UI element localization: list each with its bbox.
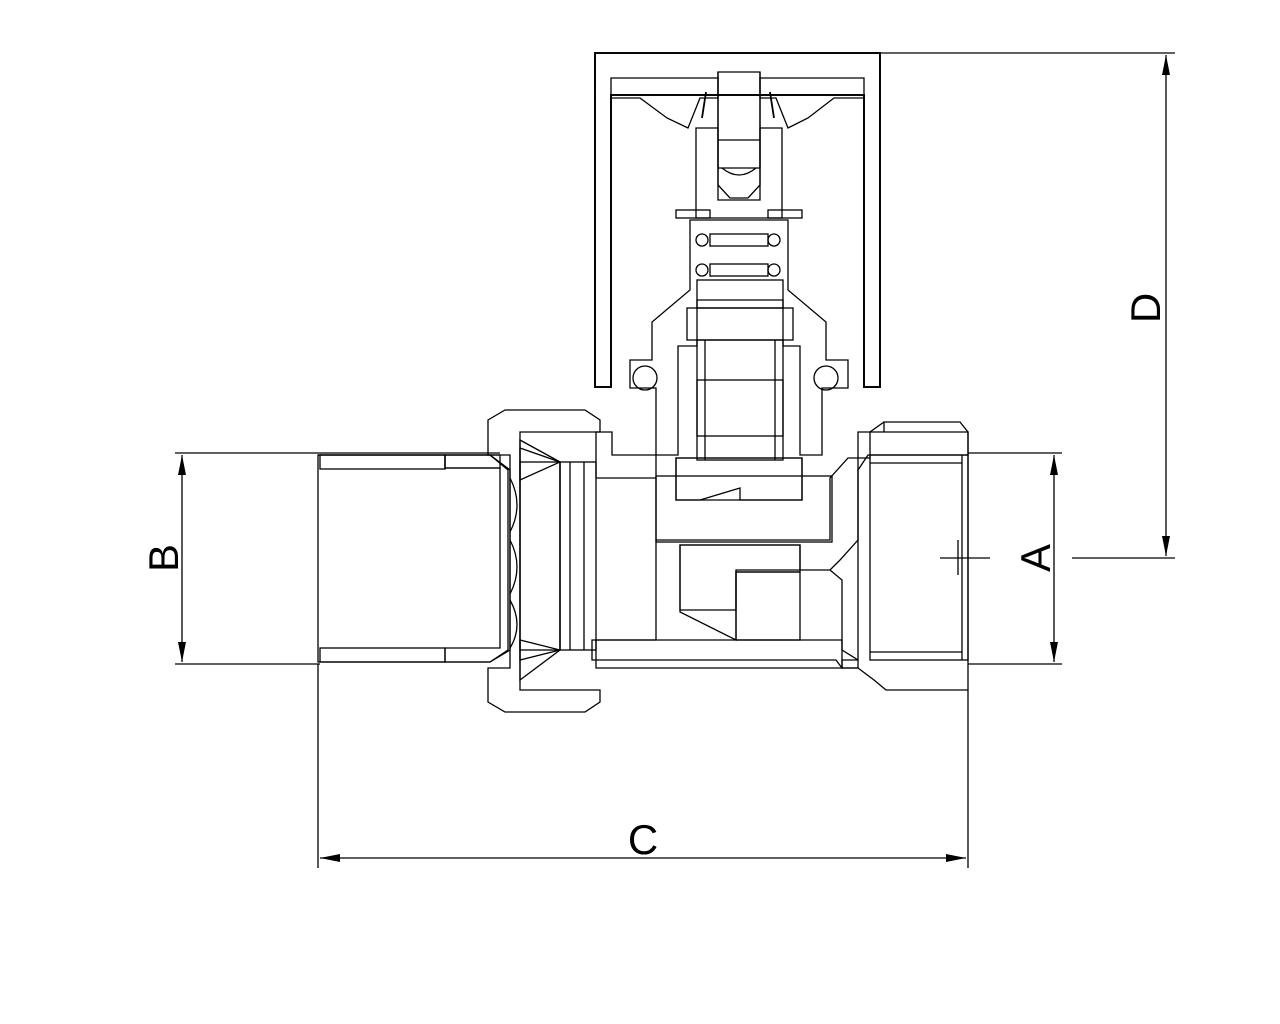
o-ring-lower-left bbox=[695, 263, 709, 277]
dimension-label-c: C bbox=[628, 816, 658, 863]
o-ring-upper-right bbox=[767, 233, 781, 247]
spindle-assembly bbox=[629, 127, 849, 501]
o-ring-lower-right bbox=[767, 263, 781, 277]
union-tailpiece bbox=[317, 409, 601, 713]
valve-body bbox=[591, 421, 969, 691]
dimension-label-a: A bbox=[1012, 544, 1059, 572]
dimension-lines bbox=[175, 52, 1175, 868]
o-ring-bonnet-right bbox=[813, 365, 839, 391]
dimension-label-b: B bbox=[140, 544, 187, 572]
handle-cap bbox=[594, 52, 881, 388]
o-ring-upper-left bbox=[695, 233, 709, 247]
o-ring-bonnet-left bbox=[632, 365, 658, 391]
dimension-label-d: D bbox=[1122, 293, 1169, 323]
